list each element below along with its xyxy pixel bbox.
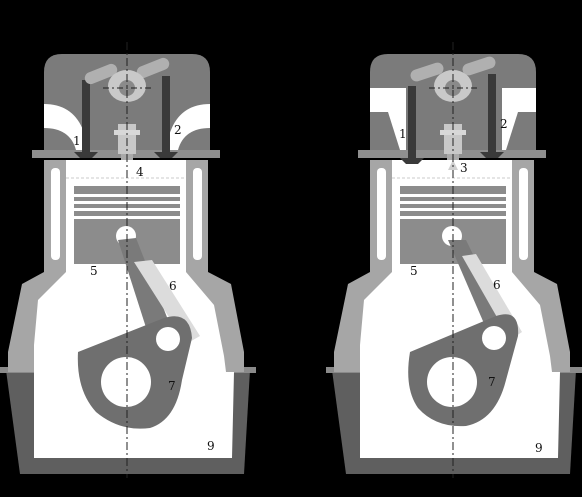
label-1: 1	[399, 127, 407, 141]
label-1: 1	[73, 134, 81, 148]
piston-ring-1	[400, 194, 506, 197]
coolant-slot-right	[519, 168, 528, 260]
engine-right: 1 2 3 5 6 7 9	[326, 42, 582, 478]
label-6: 6	[493, 278, 501, 292]
rocker-arm-intake	[84, 63, 118, 85]
connecting-rod	[118, 238, 172, 340]
label-7: 7	[488, 375, 496, 389]
intake-valve-stem	[408, 86, 416, 158]
crankshaft-main	[101, 357, 151, 407]
label-3: 3	[460, 161, 468, 175]
piston-ring-1	[74, 194, 180, 197]
label-4: 4	[136, 165, 144, 179]
exhaust-valve-stem	[488, 74, 496, 152]
exhaust-valve-head	[480, 152, 504, 158]
rocker-arm-intake	[410, 62, 444, 82]
label-6: 6	[169, 279, 177, 293]
coolant-slot-left	[51, 168, 60, 260]
crank-pin	[156, 327, 180, 351]
label-9: 9	[535, 441, 543, 455]
crankshaft-main	[427, 357, 477, 407]
label-9: 9	[207, 439, 215, 453]
intake-valve-stem	[82, 80, 90, 152]
crank-pin	[482, 326, 506, 350]
label-5: 5	[90, 264, 98, 278]
rocker-arm-exhaust	[136, 57, 170, 79]
intake-valve-head	[74, 152, 98, 158]
label-7: 7	[168, 379, 176, 393]
label-2: 2	[174, 123, 182, 137]
rocker-arm-exhaust	[462, 56, 496, 76]
label-5: 5	[410, 264, 418, 278]
exhaust-valve-head	[154, 152, 178, 158]
coolant-slot-right	[193, 168, 202, 260]
intake-valve-head	[400, 158, 424, 164]
exhaust-valve-stem	[162, 76, 170, 152]
label-2: 2	[500, 117, 508, 131]
coolant-slot-left	[377, 168, 386, 260]
engine-left: 1 2 4 5 6 7 9	[0, 42, 256, 478]
